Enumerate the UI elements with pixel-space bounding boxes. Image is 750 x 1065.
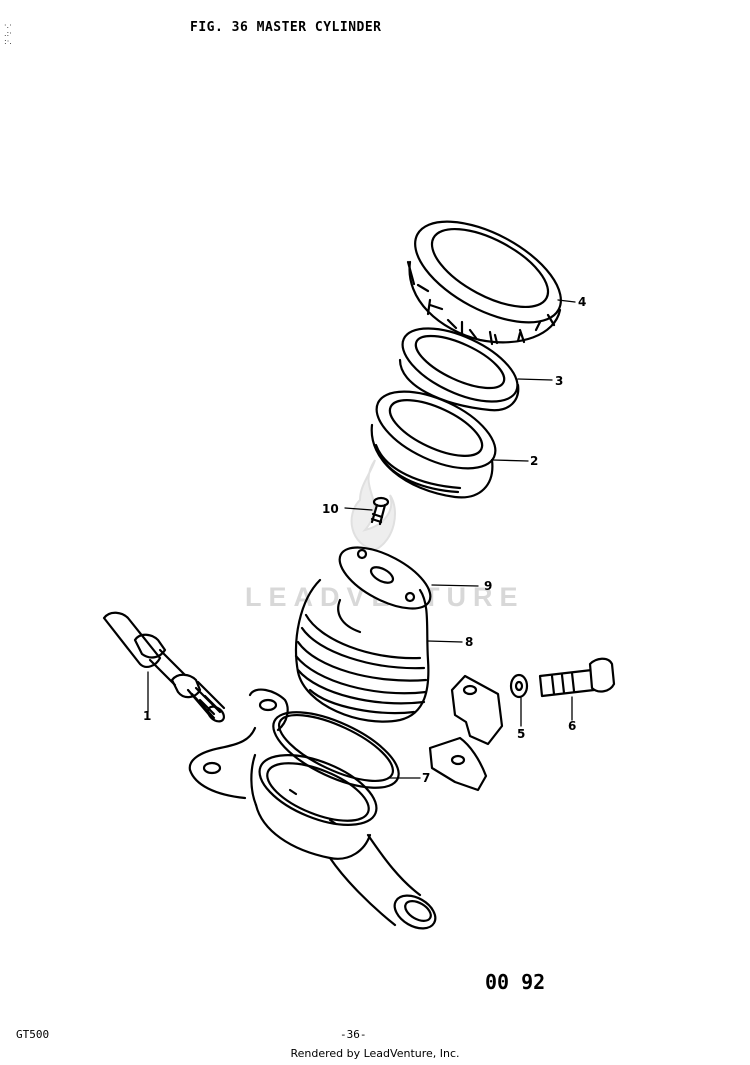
part-label-10: 10 [322,502,339,516]
scan-specks: ·.·.:·:·. [4,21,12,46]
part-label-5: 5 [517,727,525,741]
part-label-9: 9 [484,579,492,593]
part-label-3: 3 [555,374,563,388]
part-label-4: 4 [578,295,586,309]
leader-lines [147,299,576,779]
figure-title: FIG. 36 MASTER CYLINDER [190,20,382,35]
reference-code: 00 92 [485,970,546,994]
model-label: GT500 [16,1028,50,1041]
part-9-plate [338,546,432,610]
part-4-reservoir-cap [406,220,562,346]
watermark-logo [350,459,396,552]
part-label-1: 1 [143,709,151,723]
part-number-labels: 4 3 2 10 9 8 7 1 5 6 [143,295,586,785]
rendered-by-credit: Rendered by LeadVenture, Inc. [290,1047,460,1060]
handlebar-clamp [428,674,504,792]
part-label-2: 2 [530,454,538,468]
part-label-7: 7 [422,771,430,785]
part-10-screw [370,496,390,526]
page-number: -36- [340,1028,367,1041]
part-6-bolt [538,657,616,698]
part-3-diaphragm-plate [398,327,520,412]
part-5-washer [509,673,529,699]
part-8-reservoir-body [294,578,430,723]
part-2-diaphragm [370,390,497,499]
part-1-fitting [102,611,226,723]
master-cylinder-body [188,688,437,930]
part-label-8: 8 [465,635,473,649]
part-7-o-ring [272,711,400,789]
part-label-6: 6 [568,719,576,733]
